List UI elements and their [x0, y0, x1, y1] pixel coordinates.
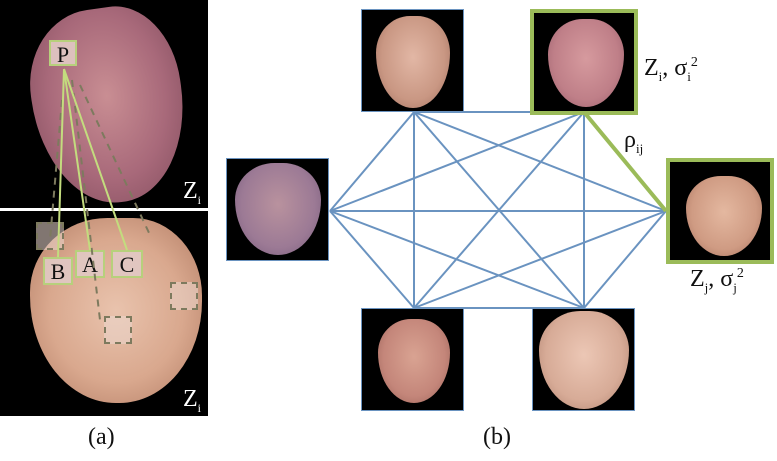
- dashed-guides: [49, 79, 151, 321]
- z-label-bottom: Zi: [183, 386, 202, 415]
- face-image: [548, 19, 624, 107]
- panel-divider: [0, 208, 208, 211]
- dashed-patch: [104, 316, 132, 344]
- label-rho-ij: ρij: [624, 127, 644, 156]
- patch-link-lines: [57, 68, 128, 258]
- z-label-top: Zi: [183, 178, 202, 207]
- node-right: [666, 158, 774, 264]
- patch-c: C: [111, 250, 143, 278]
- caption-b: (b): [483, 424, 511, 450]
- node-bottom-left: [361, 308, 464, 411]
- dashed-patch: [170, 282, 198, 310]
- node-top-left: [361, 9, 464, 112]
- patch-a: A: [75, 250, 105, 278]
- face-image: [378, 319, 450, 403]
- face-image: [376, 16, 450, 108]
- face-image: [539, 311, 629, 409]
- face-image: [235, 163, 321, 255]
- node-top-right: [530, 9, 638, 115]
- patch-b: B: [43, 257, 73, 285]
- label-zi-sigma-i: Zi, σi2: [644, 55, 698, 84]
- panel-a-images: P B A C Zi Zi: [0, 0, 208, 416]
- node-bottom-right: [532, 308, 635, 411]
- caption-a: (a): [88, 424, 115, 450]
- node-left: [226, 158, 329, 261]
- highlighted-edge: [582, 110, 668, 213]
- patch-p: P: [49, 40, 77, 67]
- face-image: [686, 176, 762, 256]
- label-zj-sigma-j: Zj, σj2: [690, 266, 744, 295]
- graph-edges: [329, 111, 667, 309]
